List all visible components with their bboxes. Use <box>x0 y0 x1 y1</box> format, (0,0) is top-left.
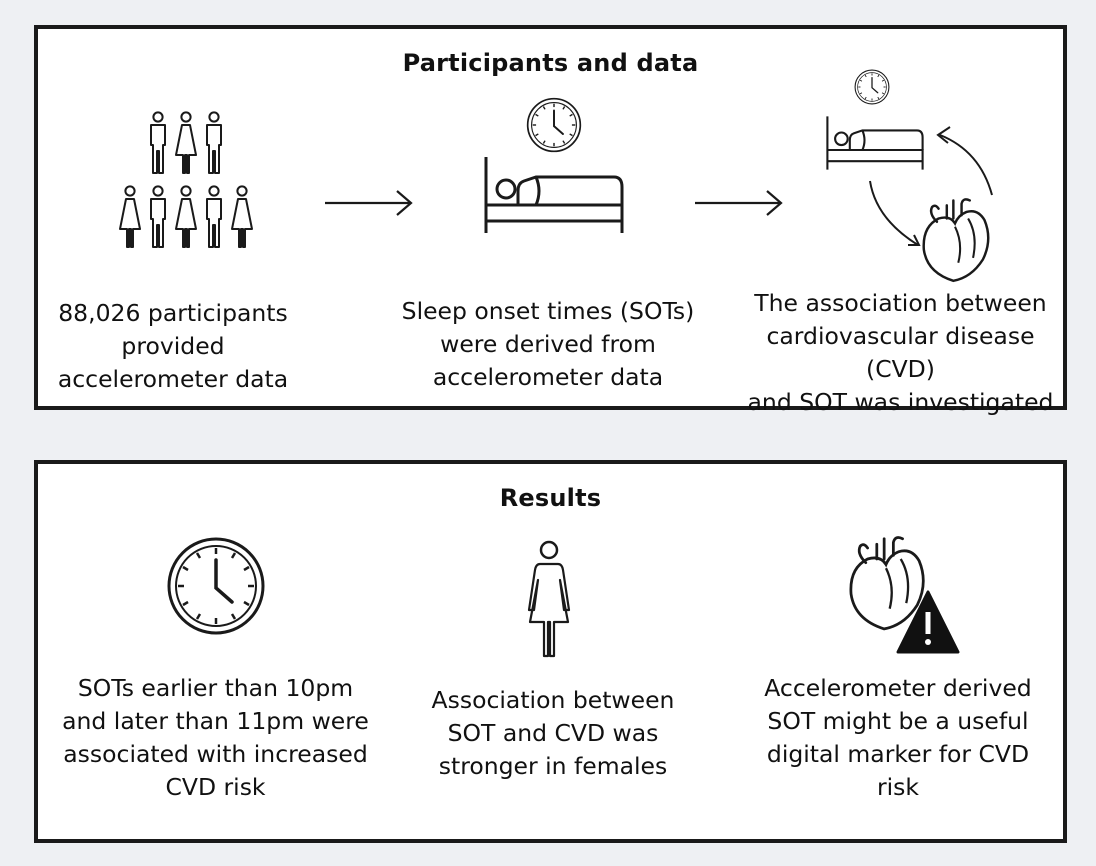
cvd-association-caption: The association between cardiovascular d… <box>747 289 1054 416</box>
arrow-right-icon <box>693 189 785 217</box>
bed-heart-cycle-icon <box>824 69 1004 289</box>
female-person-icon <box>526 540 572 660</box>
sot-timing-caption: SOTs earlier than 10pm and later than 11… <box>62 674 369 801</box>
participants-caption: 88,026 participants provided acceleromet… <box>57 299 289 393</box>
sot-derivation-caption: Sleep onset times (SOTs) were derived fr… <box>401 297 695 391</box>
people-group-icon <box>116 109 266 259</box>
digital-marker-caption: Accelerometer derived SOT might be a use… <box>764 674 1032 801</box>
participants-and-data-panel: Participants and data <box>34 25 1067 416</box>
results-panel: Results SOTs earlier than 10pm and later… <box>34 460 1067 843</box>
clock-icon <box>166 536 266 636</box>
heart-warning-icon <box>840 526 960 656</box>
bed-with-clock-icon <box>482 97 632 247</box>
female-association-caption: Association between SOT and CVD was stro… <box>431 686 675 780</box>
panel-title: Participants and data <box>402 49 699 77</box>
arrow-right-icon <box>323 189 415 217</box>
panel-title: Results <box>499 484 602 512</box>
